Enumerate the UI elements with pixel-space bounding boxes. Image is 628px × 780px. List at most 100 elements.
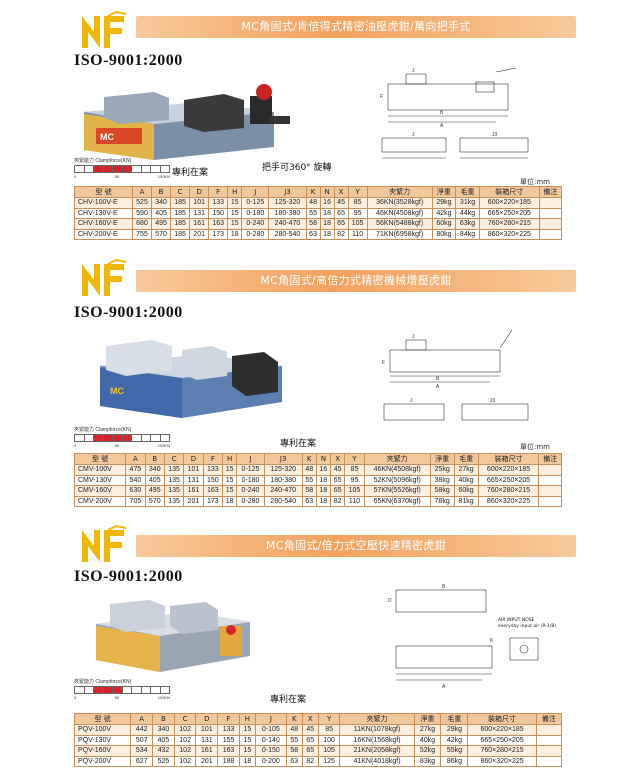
clamp-segment xyxy=(141,166,151,172)
table-cell: 525 xyxy=(131,197,153,209)
table-cell: 0-240 xyxy=(241,218,270,230)
svg-text:J: J xyxy=(410,398,413,404)
clamp-segment xyxy=(132,435,142,441)
clamp-segment xyxy=(75,435,85,441)
table-cell: 405 xyxy=(151,207,172,219)
clamp-segment xyxy=(75,166,85,172)
nf-logo xyxy=(82,258,127,296)
table-cell: 48 xyxy=(285,724,303,736)
table-cell: 540 xyxy=(125,474,146,486)
svg-text:J: J xyxy=(412,334,415,340)
table-cell: 38kg xyxy=(429,474,455,486)
column-header: J xyxy=(236,453,265,465)
svg-text:K: K xyxy=(490,638,494,644)
table-cell: 45 xyxy=(301,724,319,736)
column-header: F xyxy=(202,453,224,465)
column-header: F xyxy=(208,186,229,198)
table-cell: 155 xyxy=(217,734,240,746)
table-cell: 27kg xyxy=(413,724,442,736)
column-header: 毛重 xyxy=(453,453,479,465)
table-cell: 280-540 xyxy=(263,495,303,507)
table-cell: 15 xyxy=(222,485,238,497)
table-cell: 133 xyxy=(208,197,229,209)
table-cell: 81kg xyxy=(453,495,479,507)
svg-text:J3: J3 xyxy=(492,132,498,138)
table-cell: 36KN(3528kgf) xyxy=(366,197,433,209)
table-cell: 45 xyxy=(330,464,346,476)
table-cell: 84kg xyxy=(455,228,480,240)
table-cell: 0-180 xyxy=(236,474,265,486)
table-cell: 860×320×225 xyxy=(478,228,540,240)
model-cell: CHV-160V-E xyxy=(74,218,133,230)
table-cell: 16 xyxy=(315,464,332,476)
model-cell: PQV-130V xyxy=(73,734,132,746)
table-cell: 55 xyxy=(285,734,303,746)
clamp-segment xyxy=(141,687,151,693)
column-header: 毛重 xyxy=(455,186,480,198)
table-cell: 55kg xyxy=(440,745,469,757)
table-cell: 55 xyxy=(305,207,321,219)
table-cell: 163 xyxy=(202,485,224,497)
column-header: A xyxy=(130,713,154,725)
column-header: K xyxy=(301,453,317,465)
column-header: X xyxy=(330,453,346,465)
clamp-segment xyxy=(84,166,94,172)
table-cell: 29kg xyxy=(431,197,457,209)
table-cell: 15 xyxy=(238,734,256,746)
table-cell xyxy=(535,724,563,736)
model-cell: CMV-100V xyxy=(73,464,127,476)
table-cell: 21KN(2058kgf) xyxy=(339,745,415,757)
table-cell: 95 xyxy=(347,207,368,219)
nf-logo xyxy=(82,524,127,562)
vise-photo-cmv: MC xyxy=(100,340,282,418)
table-cell: 280-540 xyxy=(268,228,307,240)
column-header: K xyxy=(285,713,303,725)
section-title: MC角固式/倍力式空壓快速精密虎鉗 xyxy=(136,535,576,557)
table-cell: 0-280 xyxy=(236,495,265,507)
table-cell: 627 xyxy=(130,755,154,767)
clamp-segment xyxy=(151,166,161,172)
column-header: 夾緊力 xyxy=(363,453,431,465)
table-cell: 95 xyxy=(344,474,365,486)
column-header: H xyxy=(227,186,243,198)
table-cell: 665×250×205 xyxy=(478,207,540,219)
clamp-segment xyxy=(113,435,123,441)
table-cell: 15 xyxy=(238,745,256,757)
column-header: Y xyxy=(317,713,341,725)
iso-label: ISO-9001:2000 xyxy=(74,304,183,321)
table-cell: 63 xyxy=(285,755,303,767)
column-header: 夾緊力 xyxy=(366,186,433,198)
table-cell: 18 xyxy=(227,228,243,240)
table-cell: 102 xyxy=(173,745,197,757)
column-header: 淨重 xyxy=(431,186,457,198)
column-header: 型 號 xyxy=(73,453,127,465)
table-cell xyxy=(538,228,563,240)
table-cell: 15 xyxy=(227,218,243,230)
table-cell: 65 xyxy=(330,474,346,486)
column-header: D xyxy=(189,186,210,198)
table-cell: 82 xyxy=(333,228,349,240)
table-cell: 135 xyxy=(163,464,185,476)
clamp-segment xyxy=(94,166,104,172)
clamp-segment xyxy=(103,687,113,693)
table-cell: 46KN(4508kgf) xyxy=(366,207,433,219)
clamp-segment xyxy=(160,435,169,441)
table-cell: 133 xyxy=(217,724,240,736)
clamp-segment xyxy=(132,166,142,172)
table-cell: 240-470 xyxy=(268,218,307,230)
table-cell: 150 xyxy=(208,207,229,219)
column-header: K xyxy=(305,186,321,198)
table-cell: 860×320×225 xyxy=(477,495,540,507)
column-header: J3 xyxy=(268,186,307,198)
table-cell: 25kg xyxy=(429,464,455,476)
table-cell: 65 xyxy=(333,218,349,230)
table-cell: 65KN(6370kgf) xyxy=(363,495,431,507)
table-cell: 0-105 xyxy=(254,724,287,736)
table-cell xyxy=(535,745,563,757)
table-cell: 85 xyxy=(317,724,341,736)
